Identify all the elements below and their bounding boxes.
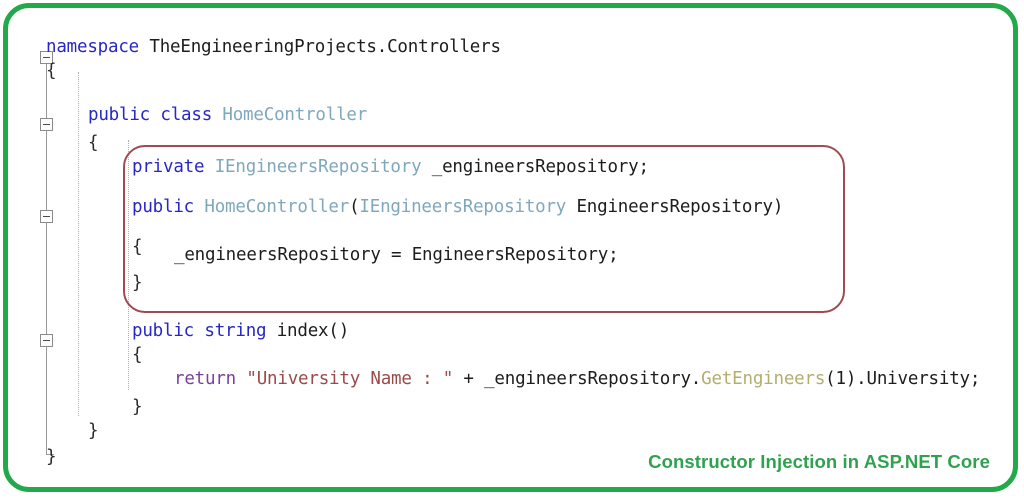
code-token: } [132, 273, 143, 293]
indent-guide-level-2 [128, 140, 129, 390]
code-line-3: public class HomeController [88, 105, 367, 125]
code-line-17: } [46, 447, 57, 467]
code-line-9: _engineersRepository = EngineersReposito… [174, 245, 619, 265]
collapse-box-method[interactable] [40, 334, 53, 347]
code-token: { [132, 237, 143, 257]
code-line-7: public HomeController(IEngineersReposito… [132, 197, 783, 217]
code-token [212, 105, 222, 125]
indent-guide-level-0-foot [46, 454, 54, 455]
code-token: GetEngineers [701, 369, 826, 389]
code-token: index() [276, 321, 350, 341]
code-token: IEngineersRepository [359, 197, 567, 217]
code-token: } [88, 421, 99, 441]
code-line-4: { [88, 133, 99, 153]
code-line-14: return "University Name : " + _engineers… [174, 369, 980, 389]
code-token [421, 157, 431, 177]
collapse-box-constructor[interactable] [40, 210, 53, 223]
code-line-1: { [46, 61, 57, 81]
code-token: EngineersRepository) [566, 197, 784, 217]
code-token [194, 321, 204, 341]
code-token: public [88, 105, 151, 125]
code-token: private [132, 157, 205, 177]
code-token: ( [349, 197, 360, 217]
collapse-box-class[interactable] [40, 118, 53, 131]
code-token: HomeController [222, 105, 368, 125]
code-token [139, 37, 149, 57]
code-token: _engineersRepository; [431, 157, 649, 177]
code-token [236, 369, 246, 389]
code-token: { [46, 61, 57, 81]
code-token [204, 157, 214, 177]
code-editor-surface: namespace TheEngineeringProjects.Control… [10, 10, 1012, 485]
code-line-0: namespace TheEngineeringProjects.Control… [46, 37, 501, 57]
code-line-16: } [88, 421, 99, 441]
code-token: } [132, 397, 143, 417]
code-token: public [132, 197, 195, 217]
code-token: { [88, 133, 99, 153]
code-token: "University Name : " [246, 369, 454, 389]
code-token: namespace [46, 37, 140, 57]
code-line-15: } [132, 397, 143, 417]
code-line-10: } [132, 273, 143, 293]
code-token: class [160, 105, 213, 125]
code-token: (1).University; [825, 369, 981, 389]
code-token: return [174, 369, 237, 389]
code-line-8: { [132, 237, 143, 257]
collapse-box-namespace[interactable] [40, 51, 53, 64]
code-token: string [204, 321, 267, 341]
code-token: } [46, 447, 57, 467]
indent-guide-level-1 [78, 72, 79, 416]
code-token [266, 321, 276, 341]
code-token [194, 197, 204, 217]
code-token: { [132, 345, 143, 365]
caption-label: Constructor Injection in ASP.NET Core [648, 451, 990, 472]
code-token: + _engineersRepository. [453, 369, 702, 389]
code-line-12: public string index() [132, 321, 349, 341]
code-token: _engineersRepository = EngineersReposito… [174, 245, 619, 265]
code-token [150, 105, 160, 125]
code-token: TheEngineeringProjects.Controllers [149, 37, 501, 57]
code-line-13: { [132, 345, 143, 365]
code-token: public [132, 321, 195, 341]
code-token: IEngineersRepository [214, 157, 422, 177]
code-token: HomeController [204, 197, 350, 217]
code-line-5: private IEngineersRepository _engineersR… [132, 157, 649, 177]
indent-guide-level-0 [46, 56, 47, 454]
